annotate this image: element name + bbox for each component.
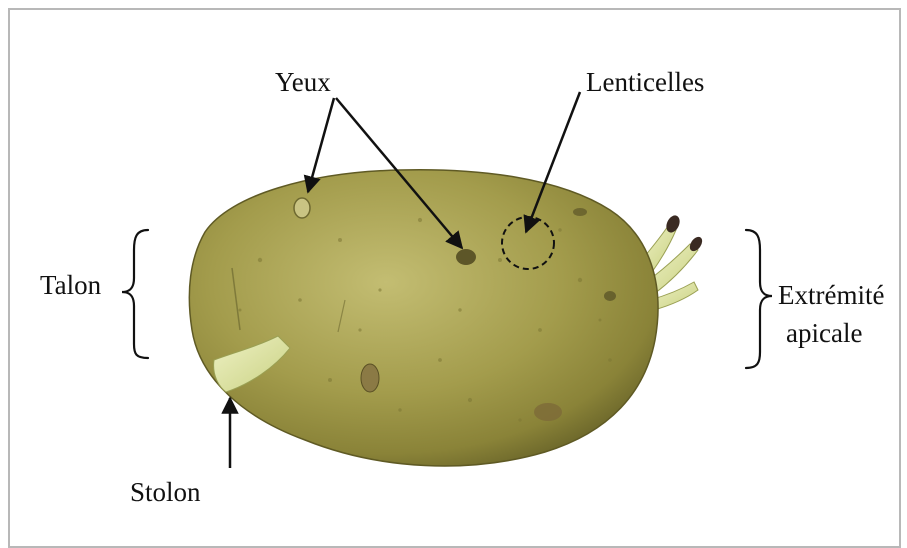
label-talon: Talon: [40, 270, 101, 301]
label-apicale: apicale: [786, 318, 862, 349]
brace-talon: [122, 230, 148, 358]
label-extremite: Extrémité: [778, 280, 884, 311]
brace-extremite: [746, 230, 772, 368]
label-stolon: Stolon: [130, 477, 201, 508]
label-lenticelles: Lenticelles: [586, 67, 704, 98]
potato-tuber: [189, 170, 658, 466]
label-yeux: Yeux: [275, 67, 331, 98]
